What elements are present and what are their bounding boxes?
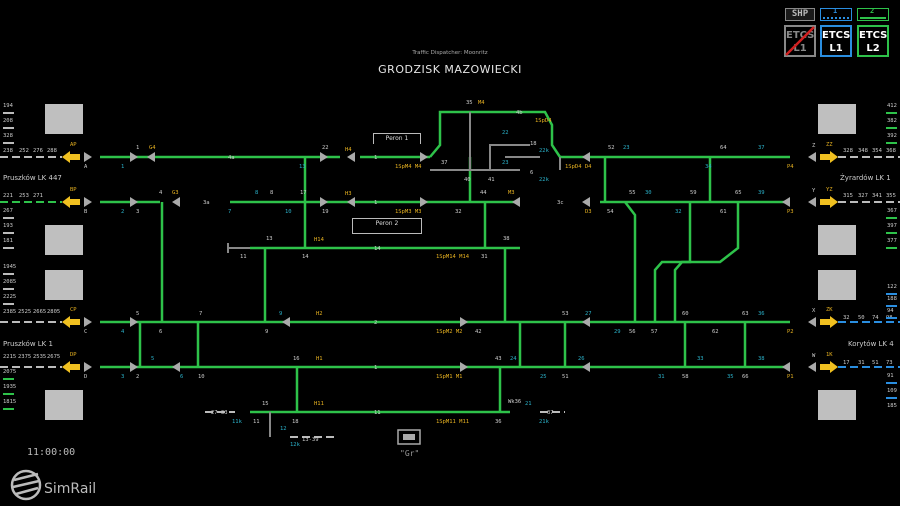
block-number: 1945 [3, 264, 17, 270]
station-title: GRODZISK MAZOWIECKI [378, 63, 522, 76]
block-number: 392 [887, 133, 897, 139]
block-number: 267 [3, 208, 13, 214]
block-number: 194 [3, 103, 13, 109]
arrow-icon [820, 151, 838, 163]
block-number: 253 [19, 193, 29, 199]
label-zyrardow-1: Żyrardów LK 1 [840, 174, 891, 182]
block-number: 2215 [3, 354, 17, 360]
block-number: 181 [3, 238, 13, 244]
block-number: 354 [872, 148, 882, 154]
block-number: 50 [858, 315, 865, 321]
block-number: 397 [887, 223, 897, 229]
block-number: 288 [47, 148, 57, 154]
block-number: 94 [887, 308, 894, 314]
block-number: 17 [843, 360, 850, 366]
arrow-icon [820, 316, 838, 328]
arrow-icon [62, 316, 80, 328]
block-number: 109 [887, 388, 897, 394]
label-korytow-4: Korytów LK 4 [848, 340, 894, 348]
block-box-d[interactable] [45, 390, 83, 420]
block-number: 1935 [3, 384, 17, 390]
block-number: 341 [872, 193, 882, 199]
block-number: 1815 [3, 399, 17, 405]
block-box-z[interactable] [818, 104, 856, 134]
block-number: 368 [886, 148, 896, 154]
etcs-l1-button[interactable]: ETCS L1 [820, 25, 852, 57]
block-number: 31 [858, 360, 865, 366]
platform-1: Peron 1 [373, 133, 421, 144]
footer-station-label: "Gr" [400, 449, 420, 458]
block-number: 91 [887, 373, 894, 379]
block-number: 412 [887, 103, 897, 109]
block-number: 2075 [3, 369, 17, 375]
block-number: 271 [33, 193, 43, 199]
track-loop-4[interactable] [429, 110, 562, 158]
block-number: 73 [886, 360, 893, 366]
etcs-l2-button[interactable]: ETCS L2 [857, 25, 889, 57]
block-number: 2385 [3, 309, 17, 315]
block-box-x[interactable] [818, 270, 856, 300]
shp-button[interactable]: SHP [785, 8, 815, 21]
arrow-icon [820, 196, 838, 208]
block-number: 238 [3, 148, 13, 154]
block-number: 185 [887, 403, 897, 409]
label-pruszkow-1: Pruszków LK 1 [3, 340, 53, 348]
block-box-y[interactable] [818, 225, 856, 255]
block-number: 74 [872, 315, 879, 321]
level1-indicator[interactable]: 1 [820, 7, 852, 21]
platform-2: Peron 2 [352, 218, 422, 234]
station-building-icon [397, 429, 421, 445]
arrow-icon [820, 361, 838, 373]
block-number: 328 [843, 148, 853, 154]
block-number: 276 [33, 148, 43, 154]
block-number: 2665 [33, 309, 47, 315]
block-number: 377 [887, 238, 897, 244]
block-box-w[interactable] [818, 390, 856, 420]
block-number: 328 [3, 133, 13, 139]
arrow-icon [62, 151, 80, 163]
block-number: 221 [3, 193, 13, 199]
etcs-l1-off-button[interactable]: ETCS L1 [784, 25, 816, 57]
block-number: 315 [843, 193, 853, 199]
block-number: 122 [887, 284, 897, 290]
block-number: 2535 [33, 354, 47, 360]
block-number: 2375 [18, 354, 32, 360]
block-box-b[interactable] [45, 225, 83, 255]
block-number: 348 [858, 148, 868, 154]
block-number: 188 [887, 296, 897, 302]
block-number: 32 [843, 315, 850, 321]
block-number: 51 [872, 360, 879, 366]
block-number: 2085 [3, 279, 17, 285]
block-number: 367 [887, 208, 897, 214]
arrow-icon [62, 196, 80, 208]
level2-indicator[interactable]: 2 [857, 7, 889, 21]
block-box-a[interactable] [45, 104, 83, 134]
block-number: 2525 [18, 309, 32, 315]
block-number: 2225 [3, 294, 17, 300]
block-number: 2675 [47, 354, 61, 360]
block-number: 252 [19, 148, 29, 154]
arrow-icon [62, 361, 80, 373]
dispatcher-name: Traffic Dispatcher: Moonritz [412, 50, 488, 56]
disabled-cross-icon [785, 26, 815, 56]
label-pruszkow-447: Pruszków LK 447 [3, 174, 62, 182]
block-number: 2805 [47, 309, 61, 315]
block-number: 355 [886, 193, 896, 199]
block-box-c[interactable] [45, 270, 83, 300]
block-number: 382 [887, 118, 897, 124]
simrail-logo-text: SimRail [44, 481, 97, 497]
block-number: 208 [3, 118, 13, 124]
block-number: 193 [3, 223, 13, 229]
simrail-logo-icon [10, 469, 42, 501]
block-number: 327 [858, 193, 868, 199]
clock: 11:00:00 [27, 447, 76, 458]
